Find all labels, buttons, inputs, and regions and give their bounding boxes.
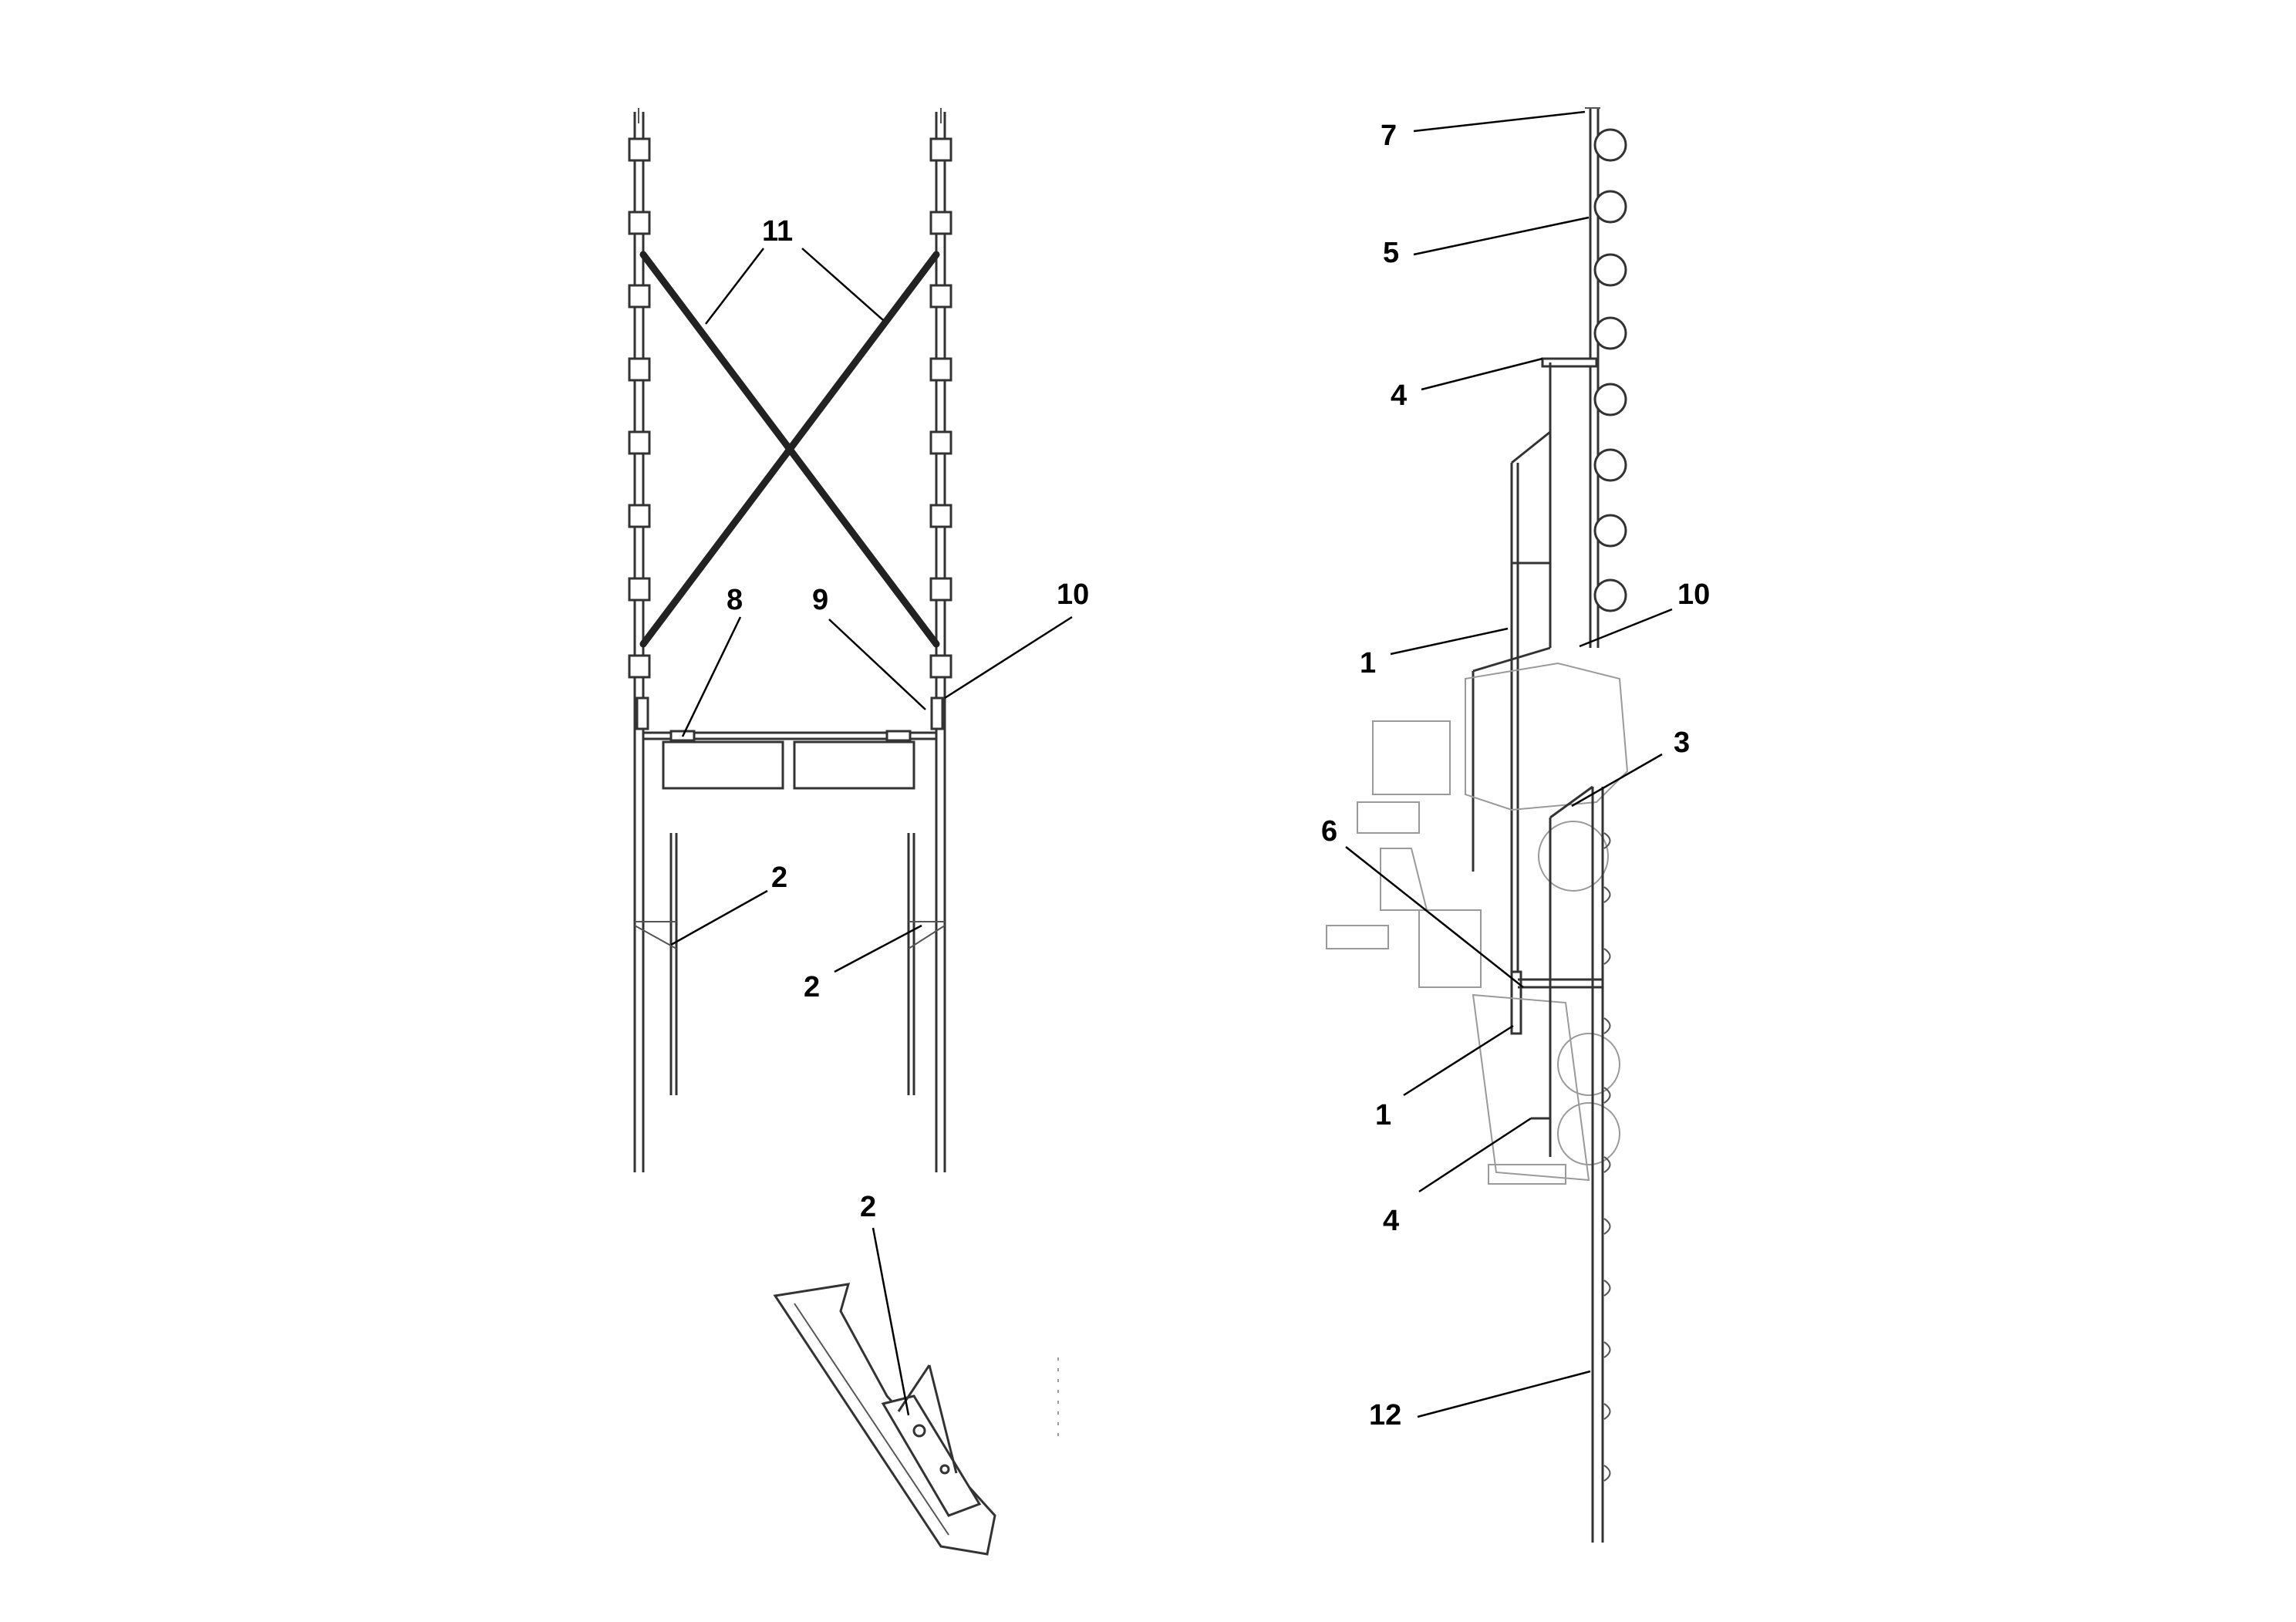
left-nozzle-brackets bbox=[628, 137, 651, 679]
callout-8: 8 bbox=[727, 584, 743, 616]
mounting-frame bbox=[1472, 357, 1598, 1035]
callout-1-upper: 1 bbox=[1360, 647, 1376, 679]
callout-5: 5 bbox=[1383, 237, 1399, 269]
callout-4-lower: 4 bbox=[1383, 1205, 1399, 1237]
callout-7: 7 bbox=[1381, 120, 1397, 152]
tractor-outline bbox=[1326, 662, 1629, 1185]
callout-6: 6 bbox=[1321, 815, 1337, 848]
cross-bracing bbox=[639, 251, 940, 648]
callout-9: 9 bbox=[812, 584, 828, 616]
callout-3: 3 bbox=[1674, 727, 1690, 759]
detail-view bbox=[773, 1283, 1059, 1556]
callout-12: 12 bbox=[1369, 1399, 1401, 1431]
callout-10-side: 10 bbox=[1677, 578, 1710, 611]
callout-2-right: 2 bbox=[804, 971, 820, 1003]
side-view bbox=[1326, 107, 1629, 1543]
center-frame bbox=[636, 696, 944, 790]
upper-boom bbox=[1585, 107, 1627, 648]
lower-boom bbox=[1518, 785, 1611, 1543]
callout-labels: 11 8 9 10 2 2 2 7 5 4 10 1 3 6 1 4 12 bbox=[727, 120, 1710, 1431]
support-legs bbox=[634, 833, 946, 1095]
right-nozzle-brackets bbox=[929, 137, 952, 679]
callout-2-left: 2 bbox=[771, 862, 787, 894]
callout-1-lower: 1 bbox=[1375, 1099, 1391, 1131]
callout-2-detail: 2 bbox=[860, 1191, 876, 1223]
callout-4-upper: 4 bbox=[1391, 379, 1407, 412]
leader-lines bbox=[670, 110, 1673, 1418]
callout-10-top: 10 bbox=[1057, 578, 1089, 611]
top-view bbox=[628, 108, 952, 1172]
callout-11: 11 bbox=[762, 215, 793, 248]
